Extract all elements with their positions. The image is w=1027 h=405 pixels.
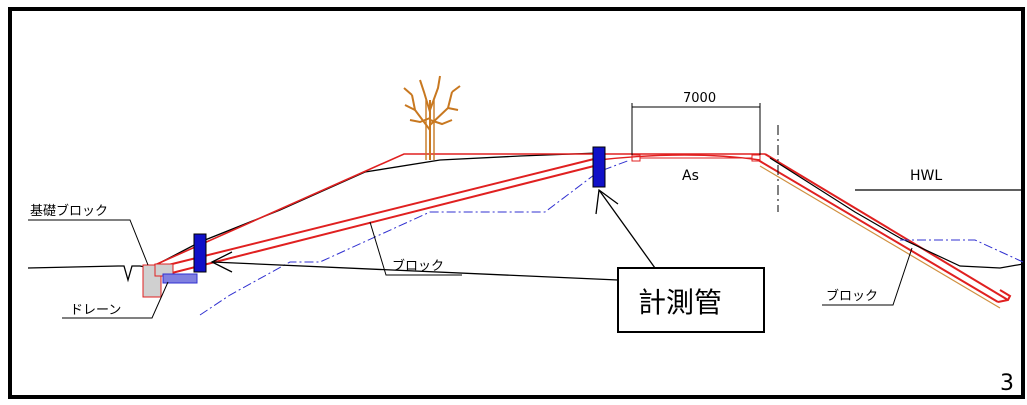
measuring-pipe-callout-box — [617, 267, 765, 333]
drain-pipe — [162, 273, 198, 284]
block-right-leader — [822, 247, 913, 306]
crest-detail — [631, 154, 761, 162]
drain-leader — [62, 281, 169, 319]
measuring-pipe-label: 計測管 — [638, 286, 722, 319]
embankment-outline — [147, 153, 765, 269]
phreatic-line-left — [199, 159, 631, 316]
arrow-to-left-pipe — [210, 251, 619, 281]
dimension-7000 — [631, 103, 761, 155]
block-right-label: ブロック — [826, 288, 878, 304]
river-side-revetment — [757, 153, 1012, 303]
as-label: As — [682, 168, 699, 184]
arrow-to-right-pipe — [595, 188, 656, 269]
hwl-label: HWL — [910, 168, 942, 184]
foundation-block — [142, 263, 174, 298]
tree-icon — [403, 75, 461, 160]
crest-surface — [597, 154, 761, 161]
outer-border — [8, 7, 1025, 399]
phreatic-line-right — [900, 239, 1024, 263]
dimension-label: 7000 — [683, 91, 716, 106]
foundation-block-label: 基礎ブロック — [30, 203, 108, 219]
ground-line — [27, 152, 599, 283]
page-number: 3 — [1000, 371, 1014, 396]
foundation-block-leader — [28, 219, 149, 266]
block-left-leader — [369, 221, 462, 276]
measuring-pipe-left — [193, 233, 207, 273]
filter-layer — [759, 165, 1001, 309]
slope-block-layer — [147, 157, 599, 279]
measuring-pipe-right — [592, 146, 606, 188]
river-side-ground — [769, 157, 1024, 269]
drain-label: ドレーン — [70, 303, 121, 318]
